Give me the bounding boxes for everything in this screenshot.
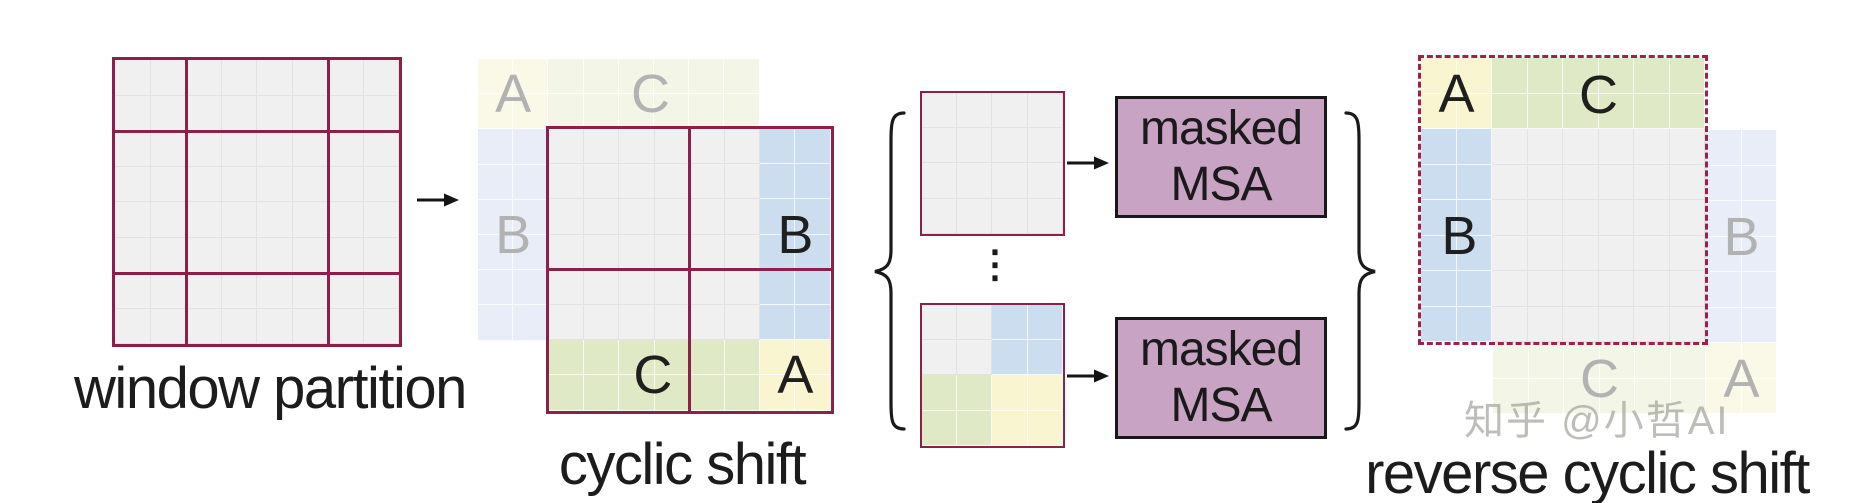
window-partition-label: window partition <box>74 356 467 421</box>
window-partition-grid <box>112 57 402 347</box>
masked-msa-line1: masked <box>1139 323 1303 377</box>
region-letter-A: A <box>1438 63 1475 124</box>
arrow-right-icon <box>417 193 459 207</box>
window-partition-line <box>184 60 188 344</box>
region-letter-A: A <box>777 345 814 406</box>
window-partition-line <box>115 271 399 275</box>
masked-msa-line2: MSA <box>1170 379 1272 432</box>
cyclic-shift-front-grid: B C A <box>546 126 834 414</box>
masked-msa-line1: masked <box>1139 102 1303 156</box>
region-letter-B: B <box>1441 205 1478 266</box>
region-letter-C: C <box>1580 348 1619 409</box>
region-letter-B: B <box>777 204 814 265</box>
window-sample-top-grid <box>919 90 1066 237</box>
masked-msa-line2: MSA <box>1170 158 1272 211</box>
masked-msa-box: masked MSA <box>1115 96 1327 218</box>
cyclic-shift-label: cyclic shift <box>558 432 807 497</box>
region-letter-B: B <box>1723 206 1760 267</box>
window-sample-bottom-grid <box>919 302 1066 449</box>
arrow-right-icon <box>1067 156 1109 170</box>
region-letter-A: A <box>495 64 532 125</box>
region-letter-C: C <box>1579 65 1618 126</box>
left-curly-brace-icon <box>874 111 906 431</box>
zhihu-watermark: 知乎 @小哲AI <box>1464 399 1730 443</box>
right-curly-brace-icon <box>1344 111 1376 431</box>
region-letter-A: A <box>1723 348 1760 409</box>
arrow-right-icon <box>1067 369 1109 383</box>
region-letter-C: C <box>630 64 670 125</box>
window-partition-line <box>115 129 399 133</box>
reverse-cyclic-shift-label: reverse cyclic shift <box>1365 441 1810 503</box>
window-partition-line <box>549 268 831 272</box>
region-letter-B: B <box>495 205 532 265</box>
window-partition-line <box>326 60 330 344</box>
region-letter-C: C <box>633 345 673 406</box>
vertical-ellipsis-icon: ⋮ <box>976 244 1014 286</box>
masked-msa-box: masked MSA <box>1115 317 1327 439</box>
reverse-shift-front-grid: A C B <box>1418 55 1708 345</box>
